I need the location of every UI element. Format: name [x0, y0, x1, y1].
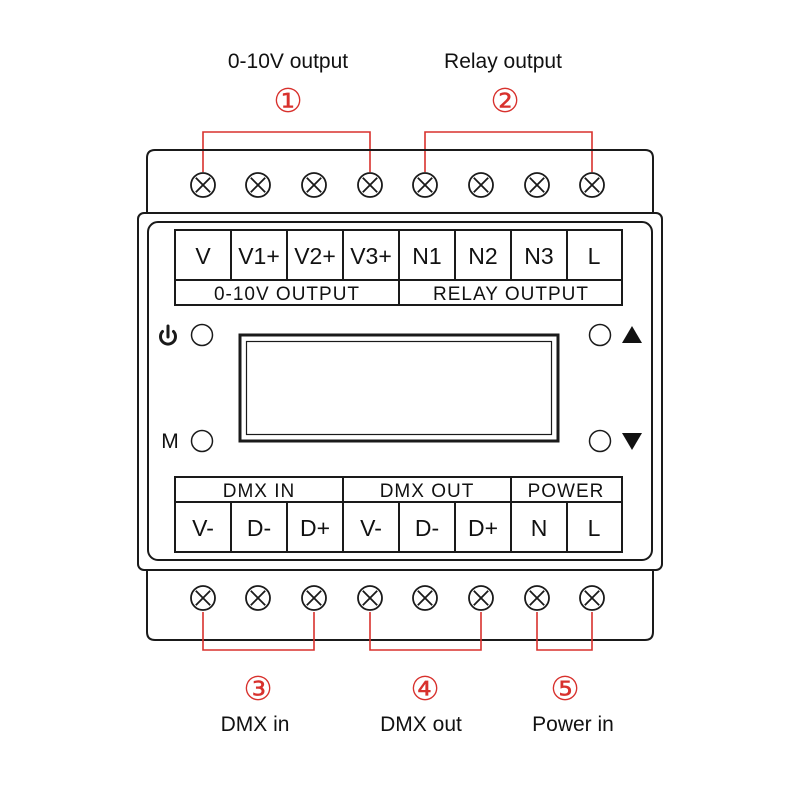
terminal-label: V-: [360, 515, 382, 541]
callout-number-1: ①: [273, 81, 303, 120]
group-label-0-10v-output: 0-10V OUTPUT: [214, 284, 360, 305]
bottom-label-table: DMX IN DMX OUT POWER V- D- D+ V- D- D+ N…: [174, 476, 623, 553]
terminal-label: N2: [468, 243, 497, 269]
group-label-dmx-in: DMX IN: [223, 481, 296, 502]
callout-bracket-dmx-out: [369, 612, 482, 651]
callout-number-4: ④: [410, 669, 440, 708]
callout-label-dmx-out: DMX out: [380, 713, 462, 736]
screw-terminal-icon: [524, 172, 550, 198]
screw-terminal-icon: [301, 172, 327, 198]
group-label-relay-output: RELAY OUTPUT: [433, 284, 589, 305]
terminal-screws: [190, 172, 605, 611]
down-button: [588, 429, 612, 453]
screw-terminal-icon: [245, 172, 271, 198]
terminal-label: V: [195, 243, 211, 269]
down-triangle-icon: [622, 433, 642, 450]
device-body-inner: [147, 221, 653, 561]
screw-terminal-icon: [468, 172, 494, 198]
power-button: [190, 323, 214, 347]
callout-number-5: ⑤: [550, 669, 580, 708]
terminal-label: D-: [415, 515, 439, 541]
screw-terminal-icon: [579, 172, 605, 198]
lcd-display-inner: [245, 340, 553, 436]
terminal-label: V-: [192, 515, 214, 541]
up-triangle-icon: [622, 326, 642, 343]
screw-terminal-icon: [524, 585, 550, 611]
bottom-terminal-block: [146, 570, 654, 641]
terminal-label: L: [588, 515, 601, 541]
mode-label: M: [161, 430, 179, 453]
screw-terminal-icon: [245, 585, 271, 611]
callout-label-relay-output: Relay output: [444, 50, 562, 73]
terminal-label: V2+: [294, 243, 336, 269]
callout-number-2: ②: [490, 81, 520, 120]
screw-terminal-icon: [301, 585, 327, 611]
top-terminal-block: [146, 149, 654, 213]
mode-button: [190, 429, 214, 453]
screw-terminal-icon: [579, 585, 605, 611]
screw-terminal-icon: [468, 585, 494, 611]
screw-terminal-icon: [190, 585, 216, 611]
callout-number-3: ③: [243, 669, 273, 708]
callout-bracket-dmx-in: [202, 612, 315, 651]
terminal-label: V1+: [238, 243, 280, 269]
terminal-label: N: [531, 515, 548, 541]
terminal-label: L: [588, 243, 601, 269]
power-icon: [159, 324, 177, 346]
screw-terminal-icon: [412, 172, 438, 198]
group-label-power: POWER: [528, 481, 605, 502]
group-label-dmx-out: DMX OUT: [380, 481, 475, 502]
screw-terminal-icon: [357, 172, 383, 198]
terminal-label: D+: [300, 515, 330, 541]
callout-label-dmx-in: DMX in: [221, 713, 290, 736]
callout-label-0-10v-output: 0-10V output: [228, 50, 348, 73]
callout-bracket-relay: [424, 131, 593, 172]
device-body-outer: [137, 212, 663, 571]
terminal-label: D-: [247, 515, 271, 541]
top-label-table: V V1+ V2+ V3+ N1 N2 N3 L 0-10V OUTPUT RE…: [174, 229, 623, 306]
terminal-label: V3+: [350, 243, 392, 269]
terminal-label: N3: [524, 243, 553, 269]
terminal-label: D+: [468, 515, 498, 541]
callout-bracket-power-in: [536, 612, 593, 651]
lcd-display: [238, 333, 560, 443]
callout-bracket-0-10v: [202, 131, 371, 172]
up-button: [588, 323, 612, 347]
screw-terminal-icon: [412, 585, 438, 611]
screw-terminal-icon: [190, 172, 216, 198]
screw-terminal-icon: [357, 585, 383, 611]
terminal-label: N1: [412, 243, 441, 269]
callout-label-power-in: Power in: [532, 713, 614, 736]
